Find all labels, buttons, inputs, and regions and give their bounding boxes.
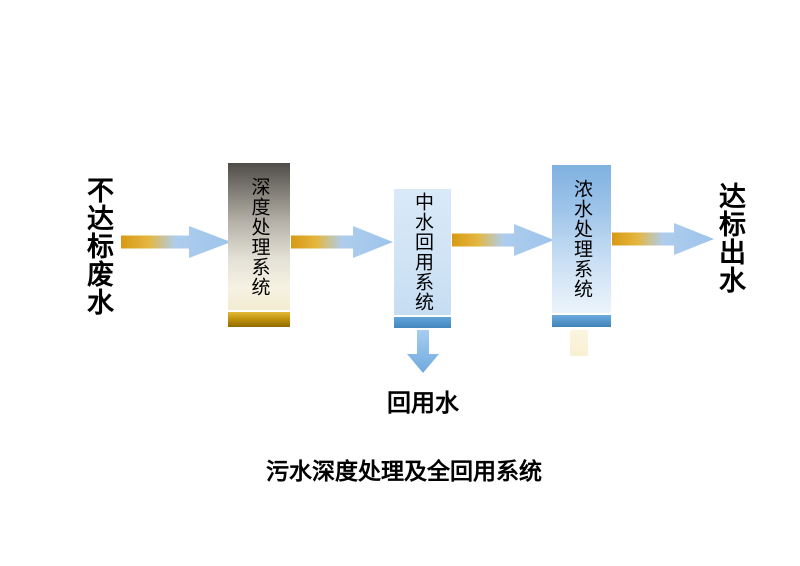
effluent-label: 达标出水 [715,182,745,294]
influent-label: 不达标废水 [83,176,113,316]
deep-treatment-base-band [228,312,290,327]
flow-arrow-right-icon [452,224,554,256]
water-reuse-base-band [394,317,451,328]
process-box-label: 浓水处理系统 [571,179,592,299]
diagram-caption: 污水深度处理及全回用系统 [266,458,542,484]
flow-arrow-right-icon [612,223,714,255]
reuse-water-label: 回用水 [387,390,459,417]
process-box-water-reuse: 中水回用系统 [394,189,451,315]
process-box-label: 中水回用系统 [412,192,433,312]
flow-arrow-down-icon [407,330,439,373]
flow-arrow-right-icon [121,226,231,258]
faint-artifact [570,330,588,356]
flow-arrow-right-icon [291,226,393,258]
process-box-concentrate-treatment: 浓水处理系统 [552,165,611,313]
process-box-label: 深度处理系统 [248,176,270,297]
concentrate-treatment-base-band [552,315,611,327]
process-box-deep-treatment: 深度处理系统 [228,163,290,310]
